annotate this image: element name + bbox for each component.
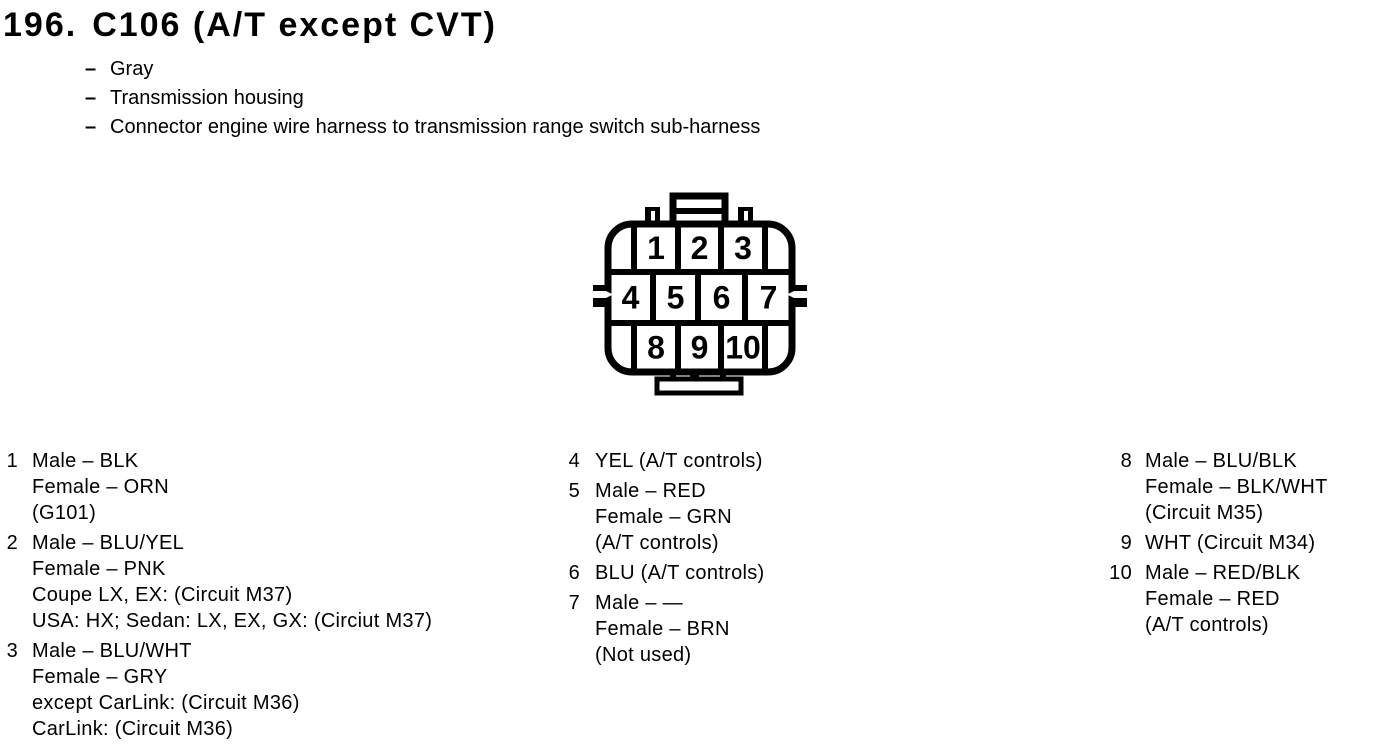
pin-list-column-2: 4 YEL (A/T controls) 5 Male – RED Female…: [564, 448, 765, 672]
pin-number: 2: [6, 532, 18, 554]
pin-detail-line: BLU (A/T controls): [595, 562, 765, 584]
cavity-grid: [610, 222, 790, 374]
connector-title: C106 (A/T except CVT): [92, 6, 497, 44]
cavity-4: 4: [622, 280, 640, 316]
pin-detail-line: (A/T controls): [595, 532, 719, 554]
section-number: 196.: [3, 6, 78, 44]
bullet-text: Transmission housing: [110, 87, 304, 109]
pin-list-column-1: 1 Male – BLK Female – ORN (G101) 2 Male …: [3, 448, 432, 744]
pin-detail-line: Coupe LX, EX: (Circuit M37): [32, 584, 293, 606]
cavity-numbers: 1 2 3 4 5 6 7 8 9 10: [622, 230, 778, 366]
bullet-list: – Gray – Transmission housing – Connecto…: [85, 55, 760, 142]
pin-number: 3: [6, 640, 18, 662]
pin-detail-line: WHT (Circuit M34): [1145, 532, 1316, 554]
pin-item-10: 10 Male – RED/BLK Female – RED (A/T cont…: [1098, 560, 1328, 638]
pin-details: Male – BLK Female – ORN (G101): [32, 448, 169, 526]
pin-list-column-3: 8 Male – BLU/BLK Female – BLK/WHT (Circu…: [1098, 448, 1328, 642]
pin-item-1: 1 Male – BLK Female – ORN (G101): [3, 448, 432, 526]
bullet-dash: –: [85, 58, 97, 80]
pin-number: 5: [568, 480, 580, 502]
cavity-10: 10: [725, 330, 761, 366]
page-title: 196. C106 (A/T except CVT): [3, 4, 497, 46]
pin-details: Male – BLU/YEL Female – PNK Coupe LX, EX…: [32, 530, 432, 634]
pin-detail-line: Female – RED: [1145, 588, 1280, 610]
pin-detail-line: Male – RED: [595, 480, 706, 502]
pin-detail-line: Male – BLK: [32, 450, 139, 472]
pin-detail-line: Female – ORN: [32, 476, 169, 498]
pin-number: 4: [568, 450, 580, 472]
pin-number: 8: [1120, 450, 1132, 472]
pin-detail-line: (G101): [32, 502, 97, 524]
pin-detail-line: Male – BLU/BLK: [1145, 450, 1298, 472]
pin-item-6: 6 BLU (A/T controls): [564, 560, 765, 586]
right-side-tab-notch: [787, 291, 807, 298]
pin-details: Male – RED Female – GRN (A/T controls): [595, 478, 732, 556]
pin-item-5: 5 Male – RED Female – GRN (A/T controls): [564, 478, 765, 556]
pin-details: Male – BLU/BLK Female – BLK/WHT (Circuit…: [1145, 448, 1328, 526]
bullet-text: Gray: [110, 58, 154, 80]
pin-number: 7: [568, 592, 580, 614]
pin-detail-line: USA: HX; Sedan: LX, EX, GX: (Circiut M37…: [32, 610, 433, 632]
pin-item-4: 4 YEL (A/T controls): [564, 448, 765, 474]
pin-item-8: 8 Male – BLU/BLK Female – BLK/WHT (Circu…: [1098, 448, 1328, 526]
cavity-8: 8: [647, 330, 665, 366]
pin-item-3: 3 Male – BLU/WHT Female – GRY except Car…: [3, 638, 432, 742]
connector-diagram: 1 2 3 4 5 6 7 8 9 10: [593, 192, 807, 396]
pin-number: 1: [6, 450, 18, 472]
bullet-dash: –: [85, 87, 97, 109]
pin-number: 9: [1120, 532, 1132, 554]
pin-number: 10: [1109, 562, 1132, 584]
cavity-5: 5: [667, 280, 685, 316]
cavity-2: 2: [691, 230, 709, 266]
cavity-6: 6: [713, 280, 731, 316]
top-right-tab-slot: [744, 211, 748, 222]
pin-detail-line: Female – GRY: [32, 666, 168, 688]
bottom-tab-base: [654, 376, 744, 396]
pin-details: Male – — Female – BRN (Not used): [595, 590, 730, 668]
pin-detail-line: (Not used): [595, 644, 692, 666]
pin-item-9: 9 WHT (Circuit M34): [1098, 530, 1328, 556]
pin-detail-line: (Circuit M35): [1145, 502, 1264, 524]
pin-number: 6: [568, 562, 580, 584]
left-side-tab-notch: [593, 291, 613, 298]
pin-detail-line: except CarLink: (Circuit M36): [32, 692, 300, 714]
pin-detail-line: Female – BRN: [595, 618, 730, 640]
pin-item-2: 2 Male – BLU/YEL Female – PNK Coupe LX, …: [3, 530, 432, 634]
pin-detail-line: Male – —: [595, 592, 683, 614]
pin-detail-line: Female – GRN: [595, 506, 732, 528]
pin-detail-line: Male – RED/BLK: [1145, 562, 1301, 584]
pin-detail-line: (A/T controls): [1145, 614, 1269, 636]
pin-detail-line: Female – PNK: [32, 558, 166, 580]
pin-details: YEL (A/T controls): [595, 448, 763, 474]
bullet-item-location: – Transmission housing: [85, 84, 760, 113]
top-left-tab-slot: [651, 211, 655, 222]
pin-details: Male – BLU/WHT Female – GRY except CarLi…: [32, 638, 300, 742]
pin-details: BLU (A/T controls): [595, 560, 765, 586]
pin-item-7: 7 Male – — Female – BRN (Not used): [564, 590, 765, 668]
pin-detail-line: Female – BLK/WHT: [1145, 476, 1328, 498]
pin-detail-line: Male – BLU/WHT: [32, 640, 192, 662]
pin-details: Male – RED/BLK Female – RED (A/T control…: [1145, 560, 1300, 638]
pin-detail-line: Male – BLU/YEL: [32, 532, 185, 554]
pin-details: WHT (Circuit M34): [1145, 530, 1315, 556]
bullet-item-description: – Connector engine wire harness to trans…: [85, 113, 760, 142]
pin-detail-line: CarLink: (Circuit M36): [32, 718, 234, 740]
cavity-1: 1: [647, 230, 665, 266]
cavity-9: 9: [691, 330, 709, 366]
bullet-item-color: – Gray: [85, 55, 760, 84]
pin-detail-line: YEL (A/T controls): [595, 450, 763, 472]
bullet-text: Connector engine wire harness to transmi…: [110, 116, 761, 138]
cavity-3: 3: [734, 230, 752, 266]
cavity-7: 7: [760, 280, 778, 316]
bullet-dash: –: [85, 116, 97, 138]
